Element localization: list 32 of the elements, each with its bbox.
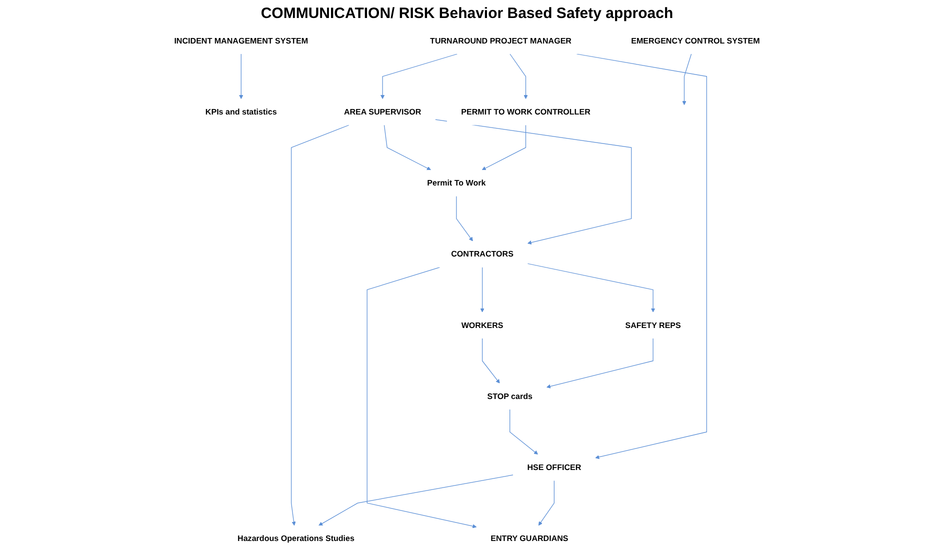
arrow: [290, 124, 350, 526]
node-text: TURNAROUND PROJECT MANAGER: [430, 36, 572, 45]
arrow: [239, 53, 244, 99]
arrow: [546, 338, 654, 388]
node-text: SAFETY REPS: [625, 320, 681, 330]
arrow: [576, 53, 707, 459]
node-text: CONTRACTORS: [451, 249, 514, 258]
node-text: Permit To Work: [427, 178, 486, 187]
arrow: [380, 53, 458, 99]
arrow: [682, 53, 692, 105]
node-text: AREA SUPERVISOR: [344, 106, 422, 116]
node-text: HSE OFFICER: [527, 462, 582, 472]
arrow: [435, 118, 632, 244]
arrow: [480, 266, 484, 312]
arrow: [384, 124, 432, 170]
node-text: Hazardous Operations Studies: [238, 534, 354, 542]
arrow: [510, 408, 538, 454]
node-text: WORKERS: [461, 320, 504, 330]
arrow: [510, 53, 528, 99]
node-text: KPIs and statistics: [205, 106, 277, 116]
arrow: [456, 195, 473, 241]
node-text: ENTRY GUARDIANS: [490, 534, 568, 542]
arrow: [318, 474, 514, 526]
node-text: STOP cards: [487, 391, 532, 400]
node-text: EMERGENCY CONTROL SYSTEM: [631, 36, 760, 45]
arrow: [538, 480, 554, 526]
arrow: [527, 262, 656, 312]
node-text: INCIDENT MANAGEMENT SYSTEM: [174, 36, 308, 45]
arrow: [482, 124, 526, 170]
arrow: [482, 338, 500, 383]
heading-note: COMMUNICATION/ RISK Behavior Based Safety approach: [260, 4, 674, 24]
arrow: [366, 266, 477, 528]
